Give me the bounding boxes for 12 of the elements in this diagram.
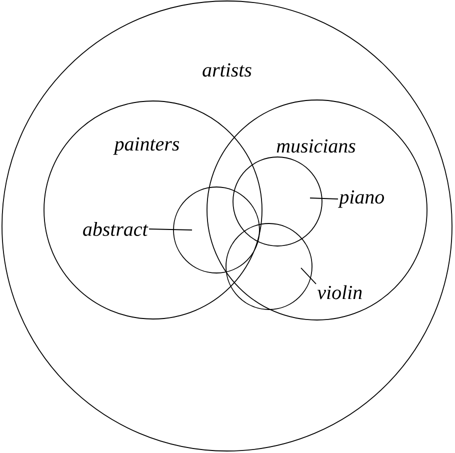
leader-line	[300, 268, 316, 284]
leader-line	[148, 228, 192, 230]
set-circle	[173, 186, 260, 274]
set-circle	[232, 156, 322, 246]
set-label: musicians	[276, 139, 356, 153]
set-circle	[226, 223, 312, 310]
leader-line	[310, 198, 338, 200]
set-label: abstract	[83, 222, 148, 236]
set-label: painters	[113, 137, 180, 155]
set-label: piano	[338, 190, 384, 208]
set-label: artists	[202, 63, 252, 77]
set-label: violin	[317, 285, 362, 300]
